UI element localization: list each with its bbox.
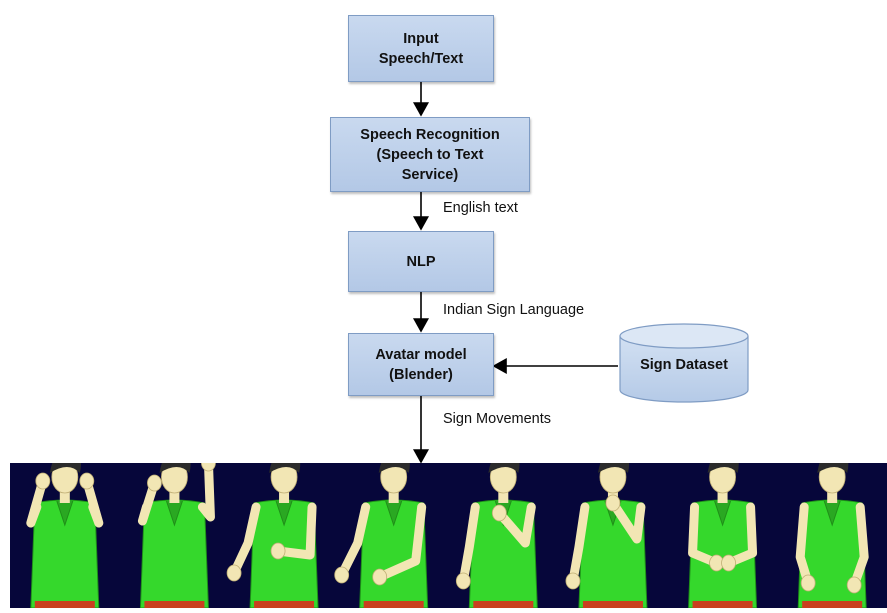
avatar-frame-7	[688, 449, 758, 609]
input-box: Input Speech/Text	[348, 15, 494, 82]
speech-recognition-box: Speech Recognition (Speech to Text Servi…	[330, 117, 530, 192]
edge-label-sign-movements: Sign Movements	[443, 411, 551, 427]
avatar-frame-5	[455, 449, 538, 609]
avatar-frame-4	[334, 449, 429, 609]
avatar-frame-8	[795, 449, 869, 609]
sign-dataset-label: Sign Dataset	[640, 357, 728, 373]
nlp-box: NLP	[348, 231, 494, 292]
edge-label-english-text: English text	[443, 200, 518, 216]
avatar-frame-6	[565, 449, 648, 609]
sign-dataset-cylinder	[619, 323, 749, 403]
avatar-model-box: Avatar model (Blender)	[348, 333, 494, 396]
edge-label-indian-sign-language: Indian Sign Language	[443, 302, 585, 318]
avatar-frames	[26, 449, 869, 609]
avatar-frame-3	[226, 449, 319, 609]
avatar-frame-2	[137, 449, 216, 609]
avatar-frame-1	[26, 449, 104, 609]
avatar-output-strip	[10, 449, 887, 609]
